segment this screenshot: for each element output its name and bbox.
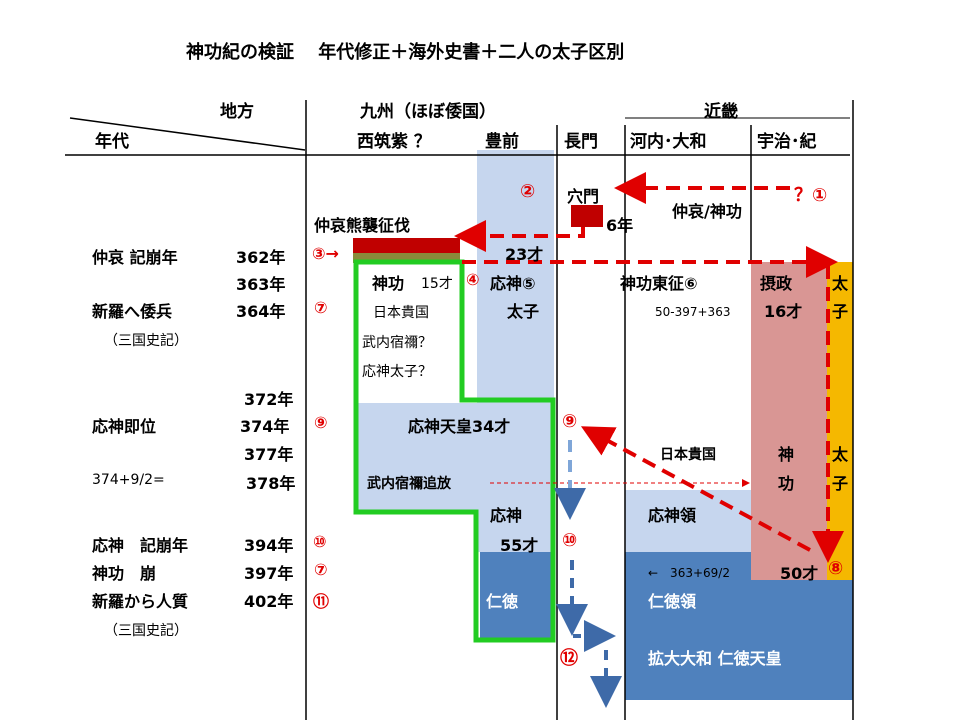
- label-taishi-1: 太: [832, 274, 849, 293]
- label-anato: 穴門: [567, 187, 600, 206]
- label-kami: 神: [778, 445, 795, 464]
- row-mark: ⑪: [313, 592, 330, 611]
- kawachi-light: [625, 490, 753, 552]
- label-age50: 50才: [780, 564, 819, 583]
- label-c10: ⑩: [562, 530, 578, 551]
- label-calc-2: ← 363+69/2: [648, 566, 730, 580]
- row-year: 378年: [246, 474, 296, 493]
- label-c4: ④: [466, 270, 480, 289]
- chuai-red-bar: [353, 238, 460, 253]
- row-year: 372年: [244, 390, 294, 409]
- header-kyushu: 九州（ほぼ倭国）: [360, 102, 496, 122]
- label-age15: 15才: [421, 276, 453, 292]
- header-region: 地方: [220, 102, 254, 122]
- label-age16: 16才: [764, 302, 803, 321]
- row-year: 362年: [236, 248, 286, 267]
- label-c9: ⑨: [562, 411, 578, 432]
- label-sessei: 摂政: [760, 274, 793, 293]
- label-c12: ⑫: [560, 648, 578, 669]
- kinki-dark: [625, 580, 853, 700]
- buzen-light-lower: [477, 400, 554, 552]
- row-year: 397年: [244, 564, 294, 583]
- header-kinki: 近畿: [704, 102, 738, 122]
- label-six-year: 6年: [606, 216, 634, 235]
- kawachi-dark-upper: [625, 552, 753, 580]
- header-nishichikushi: 西筑紫 ？: [357, 132, 431, 152]
- label-c2: ②: [520, 181, 536, 202]
- arrow-anato-to-chuai: [454, 220, 585, 252]
- label-takenouchi-q: 武内宿禰？: [362, 335, 432, 351]
- label-c8: ⑧: [828, 558, 844, 579]
- label-chuai-jingu: 仲哀/神功: [672, 202, 742, 221]
- label-taishi-2: 子: [832, 302, 849, 321]
- label-nintoku: 仁徳: [486, 592, 519, 611]
- row-event: 仲哀 記崩年: [92, 248, 178, 267]
- header-diagonal: [69, 117, 306, 151]
- label-ojin5: 応神⑤: [490, 274, 536, 293]
- row-year: 402年: [244, 592, 294, 611]
- label-jingu-east: 神功東征⑥: [620, 274, 698, 293]
- page-title: 神功紀の検証 年代修正＋海外史書＋二人の太子区別: [186, 42, 625, 63]
- label-age23: 23才: [505, 245, 544, 264]
- row-event: 神功 崩: [92, 564, 157, 583]
- label-ojin-ryo: 応神領: [648, 506, 697, 525]
- row-mark: ⑨: [314, 413, 328, 432]
- row-mark: ⑦: [314, 560, 328, 579]
- row-mark: ③→: [312, 244, 339, 263]
- row-event: 新羅から人質: [92, 592, 189, 611]
- row-event: 応神即位: [92, 417, 157, 436]
- label-buzen-taishi: 太子: [507, 302, 540, 321]
- label-kou: 功: [778, 474, 795, 493]
- row-year: 364年: [236, 302, 286, 321]
- header-kawachi: 河内･大和: [630, 132, 707, 152]
- row-year: 374年: [240, 417, 290, 436]
- row-event: 374+9/2=: [92, 472, 165, 488]
- label-chuai-kumaso: 仲哀熊襲征伐: [314, 216, 411, 235]
- row-mark: ⑩: [313, 532, 327, 551]
- buzen-dark: [480, 552, 554, 640]
- label-jingu: 神功: [372, 274, 405, 293]
- anato-red-box: [571, 205, 603, 227]
- label-takenouchi-tsuiho: 武内宿禰追放: [367, 476, 451, 492]
- header-era: 年代: [95, 132, 129, 152]
- label-ojin: 応神: [490, 506, 523, 525]
- label-q1: ？①: [794, 185, 828, 206]
- header-uji: 宇治･紀: [757, 132, 817, 152]
- label-calc-1: 50-397+363: [655, 305, 731, 319]
- header-nagato: 長門: [564, 132, 598, 152]
- row-mark: ⑦: [314, 298, 328, 317]
- header-buzen: 豊前: [485, 132, 519, 152]
- row-event: 応神 記崩年: [92, 536, 189, 555]
- label-age55: 55才: [500, 536, 539, 555]
- row-event: （三国史記）: [104, 333, 188, 349]
- label-taishi-3: 太: [832, 445, 849, 464]
- nishichikushi-light: [358, 403, 478, 511]
- arrow-jingu-to-ojin: [580, 426, 811, 552]
- uji-orange: [827, 262, 853, 580]
- green-boundary: [353, 259, 556, 643]
- label-ojin-taishi-q: 応神太子？: [362, 364, 432, 380]
- row-year: 394年: [244, 536, 294, 555]
- label-nihon-kikoku-1: 日本貴国: [373, 305, 429, 321]
- label-nihon-kikoku-2: 日本貴国: [660, 447, 716, 463]
- buzen-light-upper: [477, 150, 554, 400]
- label-nintoku-ryo: 仁徳領: [648, 592, 697, 611]
- row-year: 363年: [236, 275, 286, 294]
- label-kakudai: 拡大大和 仁徳天皇: [648, 649, 782, 668]
- label-ojin-tenno: 応神天皇34才: [408, 417, 511, 436]
- row-event: 新羅へ倭兵: [92, 302, 173, 321]
- row-year: 377年: [244, 445, 294, 464]
- jingu-olive-bar: [353, 253, 460, 263]
- row-event: （三国史記）: [104, 623, 188, 639]
- label-taishi-4: 子: [832, 474, 849, 493]
